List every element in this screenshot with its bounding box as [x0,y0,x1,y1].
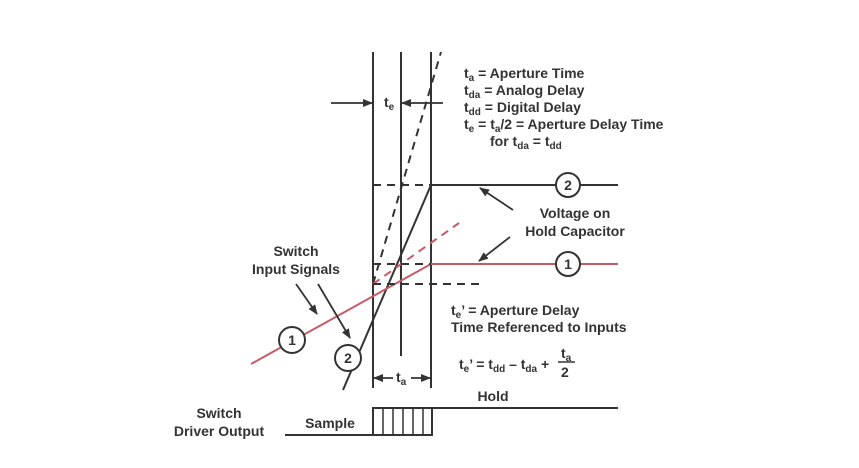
svg-text:2: 2 [564,177,572,193]
hold-circle-2: 2 [555,172,581,198]
switch-driver-line1: Switch [196,405,241,421]
svg-text:for tda = tdd: for tda = tdd [490,133,562,152]
switch-input-arrow-2 [317,283,351,339]
hold-circle-1: 1 [555,251,581,277]
svg-text:2: 2 [561,364,569,380]
te-prime-def-line2: Time Referenced to Inputs [451,319,627,335]
svg-text:tdd = Digital Delay: tdd = Digital Delay [464,99,581,118]
svg-text:tda = Analog Delay: tda = Analog Delay [464,82,585,101]
voltage-arrow-up [479,187,514,211]
sample-label: Sample [305,415,355,431]
hold-label: Hold [477,388,508,404]
voltage-label-line1: Voltage on [540,205,611,221]
formula: te’ = tdd – tda + ta 2 [459,345,575,380]
svg-text:1: 1 [564,256,572,272]
switch-input-line2: Input Signals [252,261,340,277]
dashed-black-extension [372,51,442,285]
svg-text:te = ta/2 = Aperture Delay Tim: te = ta/2 = Aperture Delay Time [464,116,664,135]
te-label: te [384,94,395,113]
voltage-label-line2: Hold Capacitor [525,223,625,239]
svg-text:ta: ta [561,345,572,364]
switch-input-arrow-1 [295,283,318,315]
svg-text:1: 1 [288,332,296,348]
ta-label: ta [396,369,407,388]
svg-text:2: 2 [344,350,352,366]
switch-driver-waveform [285,407,618,436]
switch-driver-line2: Driver Output [174,423,265,439]
svg-text:te’ = tdd – tda +: te’ = tdd – tda + [459,356,549,375]
legend: ta = Aperture Time tda = Analog Delay td… [464,65,664,152]
dashed-red-extension [372,222,460,285]
input-circle-2: 2 [334,344,362,372]
voltage-arrow-down [478,236,511,262]
svg-text:ta = Aperture Time: ta = Aperture Time [464,65,585,84]
te-prime-def-line1: te’ = Aperture Delay [451,302,580,321]
input-circle-1: 1 [278,326,306,354]
switch-input-line1: Switch [273,243,318,259]
